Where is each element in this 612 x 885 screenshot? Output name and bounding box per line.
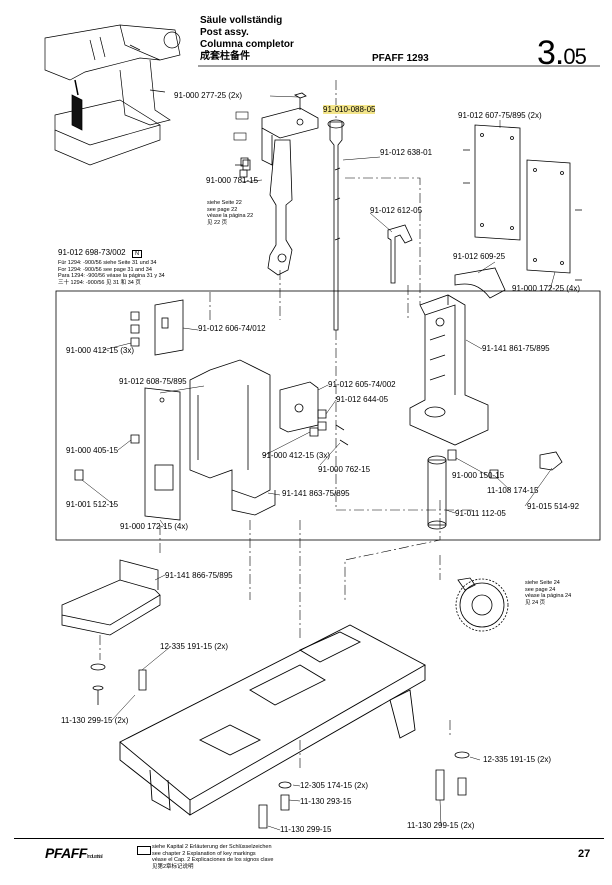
part-label: 91-011 112-05 (455, 509, 506, 518)
column-post (409, 294, 489, 446)
machine-model: PFAFF 1293 (372, 53, 429, 64)
tension-bracket (279, 381, 319, 433)
part-label: 91-012 608-75/895 (119, 377, 187, 386)
note-line: see page 22 (207, 206, 238, 213)
new-part-badge: N (132, 250, 143, 258)
part-label: 11-130 293-15 (300, 797, 352, 806)
part-label: 91-000 412-15 (3x) (262, 451, 331, 460)
legend-line: siehe Kapital 2 Erläuterung der Schlüsse… (152, 844, 272, 850)
part-label-highlighted: 91-010-088-05 (323, 105, 376, 114)
part-label: 91-000 172-15 (4x) (120, 522, 189, 531)
gear-wheel (459, 582, 505, 628)
brand-suffix: Industrial (86, 854, 103, 860)
part-label: 91-012 609-25 (453, 252, 506, 261)
curved-cover (454, 267, 506, 299)
part-label: 91-141 861-75/895 (482, 344, 550, 353)
part-label: 91-015 514-92 (527, 502, 580, 511)
see-page-22-note: siehe Seite 22 see page 22 véase la pági… (207, 200, 253, 226)
title-spanish: Columna completor (200, 39, 294, 50)
part-label: 11-108 174-15 (487, 486, 539, 495)
part-label: 91-000 277-25 (2x) (174, 91, 243, 100)
guide-sleeve (427, 459, 447, 526)
title-german: Säule vollständig (200, 15, 283, 26)
note-line: siehe Seite 24 (525, 580, 560, 586)
part-label: 91-141 866-75/895 (165, 571, 233, 580)
model-note-en: For 1294: -900/56 see page 31 and 34 (58, 266, 152, 273)
part-label: 91-012 606-74/012 (198, 324, 266, 333)
shaft-part (329, 121, 343, 331)
section-code-sub: 05 (563, 44, 587, 69)
hook-part (387, 224, 413, 284)
mounting-plate (154, 299, 184, 356)
note-line: véase la página 24 (525, 593, 572, 599)
machine-bed (119, 624, 426, 816)
part-label: 91-000 150-15 (452, 471, 505, 480)
note-line: see page 24 (525, 586, 556, 593)
legend-line: see chapter 2 Explanation of key marking… (152, 850, 256, 857)
part-label: 91-141 863-75/895 (282, 489, 350, 498)
title-chinese: 成套柱备件 (200, 51, 250, 62)
model-note-es: Para 1294: -900/56 véase la página 31 y … (58, 273, 165, 279)
model-note-cn: 三十 1294: -900/56 见 31 和 34 页 (58, 279, 141, 286)
note-line: véase la página 22 (207, 213, 254, 219)
part-label: 91-012 612-05 (370, 206, 423, 215)
legend-line: 见第2章标记说明 (152, 863, 194, 870)
part-label: 91-000 405-15 (66, 446, 119, 455)
part-label: 91-012 605-74/002 (328, 380, 396, 389)
cover-plate-right (526, 159, 571, 274)
see-page-24-note: siehe Seite 24 see page 24 véase la pági… (525, 580, 571, 606)
note-line: 见 24 页 (525, 599, 546, 606)
brand-text: PFAFF (45, 845, 87, 861)
note-line: siehe Seite 22 (207, 200, 242, 206)
part-label: 12-305 174-15 (2x) (300, 781, 369, 790)
base-plate (61, 579, 161, 626)
part-label: 91-012 607-75/895 (2x) (458, 111, 542, 120)
needle-bar-linkage (267, 139, 293, 276)
top-bracket (261, 107, 319, 139)
footer-legend: siehe Kapital 2 Erläuterung der Schlüsse… (152, 844, 273, 870)
part-label: 91-000 172-25 (4x) (512, 284, 581, 293)
part-label: 91-000 781-15 (206, 176, 259, 185)
page-number: 27 (578, 848, 591, 860)
long-plate (144, 387, 181, 521)
footer-rule (14, 838, 604, 839)
part-label: 11-130 299-15 (2x) (407, 821, 475, 830)
part-label: 91-012 698-73/002 (58, 248, 126, 257)
part-label: 91-001 512-15 (66, 500, 119, 509)
sub-assembly-frame (55, 290, 601, 541)
brand-logo: PFAFFIndustrial (45, 845, 103, 861)
model-note-de: Für 1294: -900/56 siehe Seite 31 und 34 (58, 260, 157, 266)
legend-line: véase el Cap. 2 Explicaciones de los sig… (152, 857, 274, 863)
part-label: 91-000 412-15 (3x) (66, 346, 135, 355)
part-label: 12-335 191-15 (2x) (160, 642, 229, 651)
cover-plate-left (474, 124, 521, 241)
part-label: 11-130 299-15 (280, 825, 332, 834)
part-label: 91-012 638-01 (380, 148, 433, 157)
page-title-block: Säule vollständig Post assy. Columna com… (200, 15, 294, 63)
machine-thumbnail (44, 24, 181, 166)
part-label: 12-335 191-15 (2x) (483, 755, 552, 764)
note-line: 见 22 页 (207, 219, 228, 226)
assembly-label-block: 91-012 698-73/002 N Für 1294: -900/56 si… (58, 242, 165, 286)
clamp-part (539, 451, 563, 471)
column-frame (189, 359, 271, 499)
fasteners (74, 157, 499, 829)
part-label: 11-130 299-15 (2x) (61, 716, 129, 725)
part-label: 91-012 644-05 (336, 395, 389, 404)
part-label: 91-000 762-15 (318, 465, 371, 474)
key-marking-box (137, 846, 151, 855)
title-english: Post assy. (200, 27, 249, 38)
